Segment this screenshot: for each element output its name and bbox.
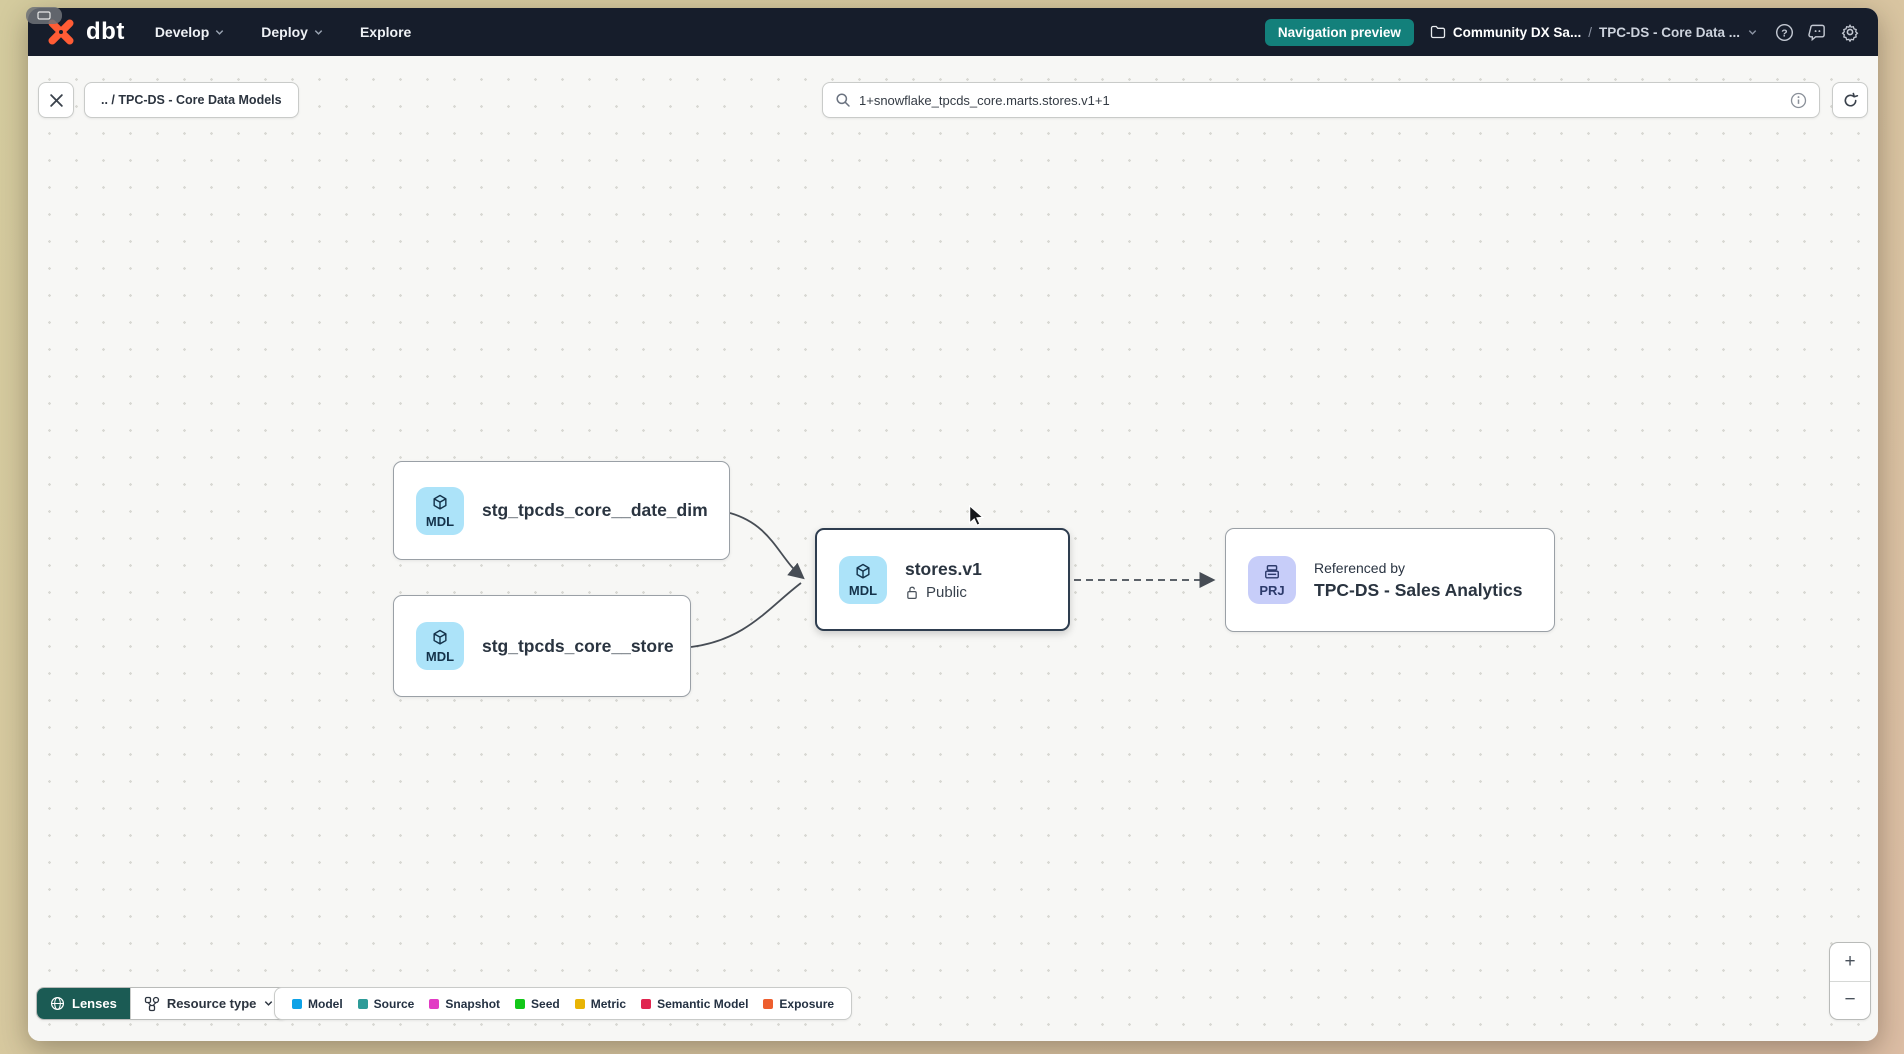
- dbt-logo-icon: [48, 19, 74, 45]
- help-icon[interactable]: ?: [1774, 22, 1794, 42]
- refresh-icon: [1844, 92, 1858, 106]
- model-resource-tile: MDL: [839, 555, 887, 604]
- legend-swatch: [292, 998, 302, 1009]
- resource-type-button[interactable]: Resource type: [129, 988, 288, 1019]
- svg-text:?: ?: [1781, 28, 1787, 39]
- lens-controls: Lenses Resource type: [36, 987, 289, 1020]
- stack-icon: [1265, 565, 1279, 579]
- legend-swatch: [574, 998, 585, 1009]
- legend-item-source: Source: [357, 997, 414, 1011]
- chevron-down-icon: [1748, 29, 1757, 35]
- menu-develop[interactable]: Develop: [155, 24, 225, 40]
- app-window: dbt Develop Deploy Explore Navigation pr…: [28, 8, 1878, 1041]
- zoom-in-button[interactable]: +: [1830, 943, 1870, 982]
- node-label: stores.v1: [905, 558, 982, 579]
- lenses-button[interactable]: Lenses: [37, 988, 130, 1019]
- node-referenced-by-project[interactable]: PRJ Referenced by TPC-DS - Sales Analyti…: [1225, 528, 1555, 632]
- referenced-by-label: Referenced by: [1314, 559, 1406, 576]
- lineage-search-bar: [822, 82, 1820, 118]
- lineage-breadcrumb-label: .. / TPC-DS - Core Data Models: [101, 93, 282, 107]
- navigation-preview-badge[interactable]: Navigation preview: [1264, 18, 1414, 46]
- cube-icon: [856, 563, 870, 579]
- lineage-canvas[interactable]: .. / TPC-DS - Core Data Models: [28, 56, 1878, 1041]
- node-stores-v1-selected[interactable]: MDL stores.v1 Public: [815, 528, 1070, 631]
- feedback-icon[interactable]: [1807, 22, 1827, 42]
- zoom-controls: + −: [1829, 942, 1871, 1020]
- refresh-button[interactable]: [1832, 82, 1868, 118]
- logo-text: dbt: [86, 18, 125, 45]
- edge-date-dim-to-stores: [729, 512, 805, 580]
- lens-globe-icon: [50, 996, 65, 1011]
- chevron-down-icon: [216, 29, 224, 35]
- legend-swatch: [641, 998, 652, 1009]
- model-resource-tile: MDL: [416, 622, 464, 670]
- legend-swatch: [763, 998, 774, 1009]
- lock-open-icon: [907, 586, 917, 599]
- legend-item-snapshot: Snapshot: [429, 997, 500, 1011]
- project-resource-tile: PRJ: [1248, 556, 1296, 604]
- legend-item-model: Model: [292, 997, 343, 1011]
- menu-deploy[interactable]: Deploy: [261, 24, 324, 40]
- resource-type-code: MDL: [425, 649, 455, 664]
- folder-icon: [1430, 25, 1446, 39]
- legend-item-semantic-model: Semantic Model: [641, 997, 748, 1011]
- screen-share-indicator: [26, 7, 62, 24]
- access-row: Public: [905, 584, 982, 601]
- resource-type-code: PRJ: [1259, 583, 1285, 598]
- zoom-out-button[interactable]: −: [1844, 989, 1856, 1011]
- close-icon: [49, 93, 63, 107]
- menu-explore[interactable]: Explore: [359, 24, 412, 40]
- chevron-down-icon: [265, 1001, 273, 1006]
- navbar-icon-group: ?: [1774, 22, 1860, 42]
- legend-item-exposure: Exposure: [763, 997, 834, 1011]
- chevron-down-icon: [314, 29, 323, 35]
- lineage-breadcrumb-button[interactable]: .. / TPC-DS - Core Data Models: [84, 82, 299, 118]
- brand: dbt: [46, 17, 155, 47]
- search-icon: [836, 93, 850, 107]
- main-menu: Develop Deploy Explore: [155, 24, 412, 40]
- legend-swatch: [357, 998, 368, 1009]
- legend-swatch: [429, 998, 440, 1009]
- settings-gear-icon[interactable]: [1840, 22, 1860, 42]
- resource-type-code: MDL: [425, 513, 455, 529]
- edge-layer: [690, 512, 1216, 648]
- node-label: stg_tpcds_core__date_dim: [482, 500, 708, 520]
- resource-graph-icon: [144, 996, 159, 1011]
- monitor-icon: [37, 10, 51, 20]
- breadcrumb-separator: /: [1588, 24, 1592, 40]
- close-button[interactable]: [38, 82, 74, 118]
- top-navbar: dbt Develop Deploy Explore Navigation pr…: [28, 8, 1878, 56]
- breadcrumb-project: TPC-DS - Core Data ...: [1598, 24, 1740, 40]
- node-stg-tpcds-core-date-dim[interactable]: MDL stg_tpcds_core__date_dim: [393, 461, 730, 560]
- account-breadcrumb[interactable]: Community DX Sa... / TPC-DS - Core Data …: [1430, 25, 1758, 40]
- lenses-label: Lenses: [72, 996, 117, 1011]
- node-label: stg_tpcds_core__store: [482, 635, 674, 656]
- resource-type-label: Resource type: [166, 996, 257, 1011]
- cube-icon: [433, 629, 447, 645]
- node-label: TPC-DS - Sales Analytics: [1314, 579, 1523, 600]
- legend-item-metric: Metric: [574, 997, 626, 1011]
- model-resource-tile: MDL: [416, 486, 464, 535]
- info-icon[interactable]: [1790, 92, 1807, 109]
- search-input[interactable]: [859, 92, 1782, 108]
- breadcrumb-account: Community DX Sa...: [1452, 24, 1582, 40]
- access-label: Public: [926, 583, 967, 601]
- node-stg-tpcds-core-store[interactable]: MDL stg_tpcds_core__store: [393, 595, 691, 697]
- edge-store-to-stores: [690, 582, 802, 648]
- resource-legend: Model Source Snapshot Seed Metric Semant…: [274, 987, 853, 1020]
- resource-type-code: MDL: [848, 582, 878, 598]
- legend-item-seed: Seed: [515, 997, 560, 1011]
- cube-icon: [433, 494, 447, 510]
- navbar-right: Navigation preview Community DX Sa... / …: [1264, 18, 1860, 46]
- legend-swatch: [515, 998, 526, 1009]
